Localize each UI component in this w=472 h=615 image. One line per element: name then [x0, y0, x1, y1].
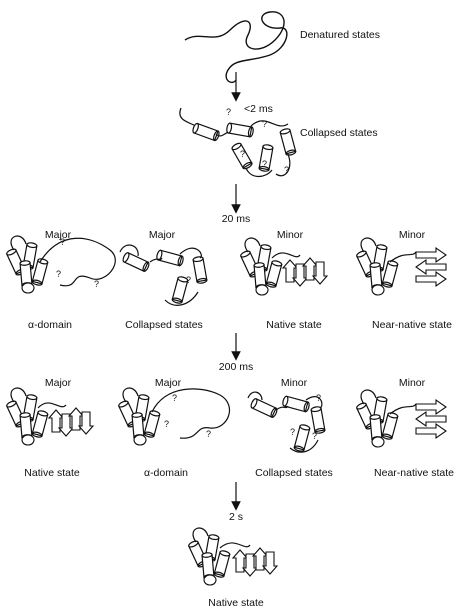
unknown-marker: ?: [226, 107, 232, 117]
row3-label-3: Collapsed states: [255, 467, 333, 479]
unknown-marker: ?: [240, 149, 246, 159]
row2-label-3: Native state: [266, 319, 322, 331]
row2-label-4: Near-native state: [372, 319, 452, 331]
row2-abundance-4: Minor: [398, 229, 426, 241]
denatured-chain: [184, 11, 288, 84]
row2-abundance-3: Minor: [276, 229, 304, 241]
time-step-2: 20 ms: [221, 213, 251, 225]
unknown-marker: ?: [60, 237, 66, 247]
time-step-1: <2 ms: [244, 103, 273, 115]
unknown-marker: ?: [206, 429, 212, 439]
row2-panel-3-structure: [240, 238, 327, 295]
unknown-marker: ?: [316, 393, 322, 403]
final-native-state-label: Native state: [208, 597, 264, 609]
row3-panel-3-structure: [247, 391, 326, 453]
row3-label-4: Near-native state: [374, 467, 454, 479]
row3-label-1: Native state: [24, 467, 80, 479]
denatured-states-label: Denatured states: [300, 29, 380, 41]
unknown-marker: ?: [164, 419, 170, 429]
row3-abundance-1: Major: [44, 377, 72, 389]
row2-panel-2-structure: [119, 244, 208, 306]
unknown-marker: ?: [94, 279, 100, 289]
row3-panel-4-structure: [356, 390, 447, 447]
row2-panel-1-structure: [6, 236, 116, 293]
unknown-marker: ?: [290, 427, 296, 437]
unknown-marker: ?: [262, 159, 268, 169]
row3-abundance-3: Minor: [280, 377, 308, 389]
unknown-marker: ?: [186, 275, 192, 285]
collapsed-structure: [179, 107, 297, 178]
row2-label-1: α-domain: [27, 319, 73, 331]
row3-panel-2-structure: [118, 388, 231, 445]
row2-abundance-1: Major: [44, 229, 72, 241]
row3-abundance-2: Major: [154, 377, 182, 389]
unknown-marker: ?: [56, 269, 62, 279]
row3-abundance-4: Minor: [398, 377, 426, 389]
row2-panel-4-structure: [356, 238, 447, 295]
row3-label-2: α-domain: [143, 467, 189, 479]
row2-abundance-2: Major: [148, 229, 176, 241]
row2-label-2: Collapsed states: [125, 319, 203, 331]
unknown-marker: ?: [312, 431, 318, 441]
row3-panel-1-structure: [6, 388, 93, 445]
unknown-marker: ?: [262, 119, 268, 129]
collapsed-states-label: Collapsed states: [300, 127, 378, 139]
time-step-4: 2 s: [228, 511, 244, 523]
final-native-structure: [188, 528, 277, 585]
unknown-marker: ?: [284, 165, 290, 175]
unknown-marker: ?: [172, 393, 178, 403]
time-step-3: 200 ms: [218, 361, 254, 373]
